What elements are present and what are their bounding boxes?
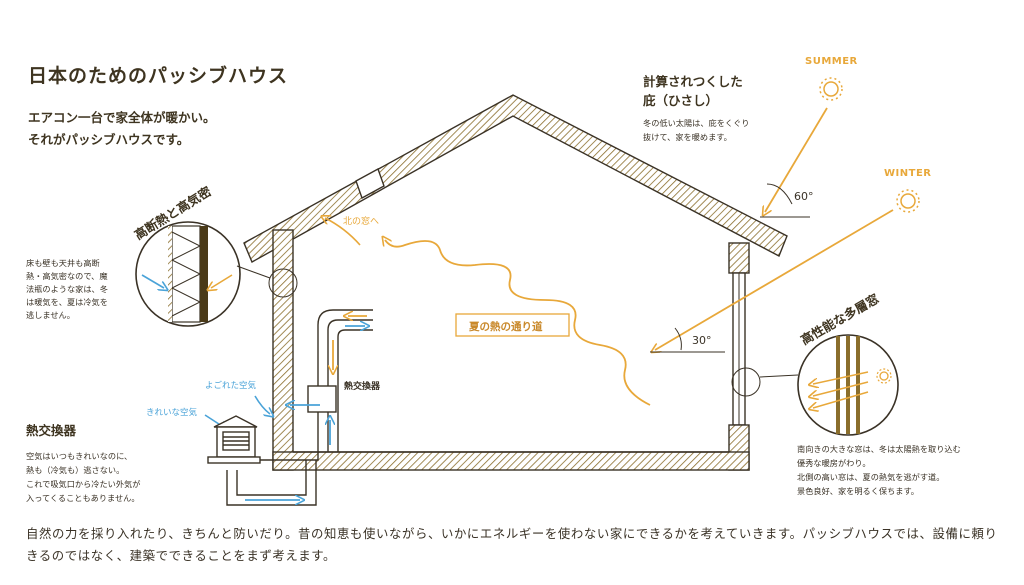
winter-label: WINTER (884, 168, 931, 179)
winter-angle: 30° (692, 334, 712, 347)
north-window-arrow (325, 218, 361, 246)
exchanger-text-1: 空気はいつもきれいなのに、 (26, 451, 132, 461)
subtitle-line-2: それがパッシブハウスです。 (28, 132, 189, 147)
window-text-1: 南向きの大きな窓は、冬は太陽熱を取り込む (797, 444, 961, 454)
footer-paragraph: 自然の力を採り入れたり、きちんと防いだり。昔の知恵も使いながら、いかにエネルギー… (26, 526, 998, 563)
duct-system (226, 309, 373, 506)
summer-sun-icon (819, 77, 843, 101)
exchanger-text-4: 入ってくることもありません。 (26, 493, 140, 503)
house-walls (272, 229, 750, 471)
clean-air-label: きれいな空気 (146, 407, 198, 418)
summer-heat-label: 夏の熱の通り道 (468, 320, 543, 333)
insulation-text-3: 法瓶のような家は、冬 (26, 284, 108, 294)
page-title: 日本のためのパッシブハウス (28, 64, 288, 87)
eave-text-1: 冬の低い太陽は、庇をくぐり (643, 118, 749, 128)
summer-sun-ray (765, 107, 828, 212)
dirty-air-label: よごれた空気 (205, 380, 257, 391)
summer-heat-label-box (455, 313, 570, 337)
exchanger-heading: 熱交換器 (26, 423, 77, 438)
subtitle-line-1: エアコン一台で家全体が暖かい。 (28, 110, 216, 125)
insulation-detail (135, 221, 298, 327)
outdoor-vent-unit (207, 415, 261, 464)
window-detail (731, 334, 899, 436)
north-window-label: 北の窓へ (343, 215, 379, 227)
summer-heat-path (385, 240, 651, 406)
summer-label: SUMMER (805, 56, 858, 67)
passive-house-diagram: 日本のためのパッシブハウス エアコン一台で家全体が暖かい。 それがパッシブハウス… (26, 56, 961, 506)
insulation-text-5: 逃しません。 (26, 310, 75, 320)
insulation-text-4: は暖気を、夏は冷気を (26, 297, 108, 307)
insulation-text-1: 床も壁も天井も高断 (26, 258, 100, 268)
window-text-3: 北側の高い窓は、夏の熱気を逃がす道。 (797, 472, 944, 482)
window-text-4: 景色良好、家を明るく保ちます。 (797, 486, 919, 496)
winter-sun-icon (896, 189, 920, 213)
eave-text-2: 抜けて、家を暖めます。 (643, 132, 732, 142)
eave-heading-1: 計算されつくした (643, 74, 743, 89)
exchanger-label: 熱交換器 (344, 380, 381, 392)
window-text-2: 優秀な暖房がわり。 (797, 458, 871, 468)
winter-sun-ray (655, 209, 894, 350)
exchanger-text-2: 熱も（冷気も）逃さない。 (26, 465, 124, 475)
roof (243, 94, 788, 263)
exchanger-text-3: これで吸気口から冷たい外気が (26, 479, 140, 489)
summer-angle: 60° (794, 190, 814, 203)
insulation-text-2: 熱・高気密なので、魔 (26, 271, 108, 281)
eave-heading-2: 庇（ひさし） (643, 93, 718, 108)
dirty-air-arrow (254, 395, 270, 414)
